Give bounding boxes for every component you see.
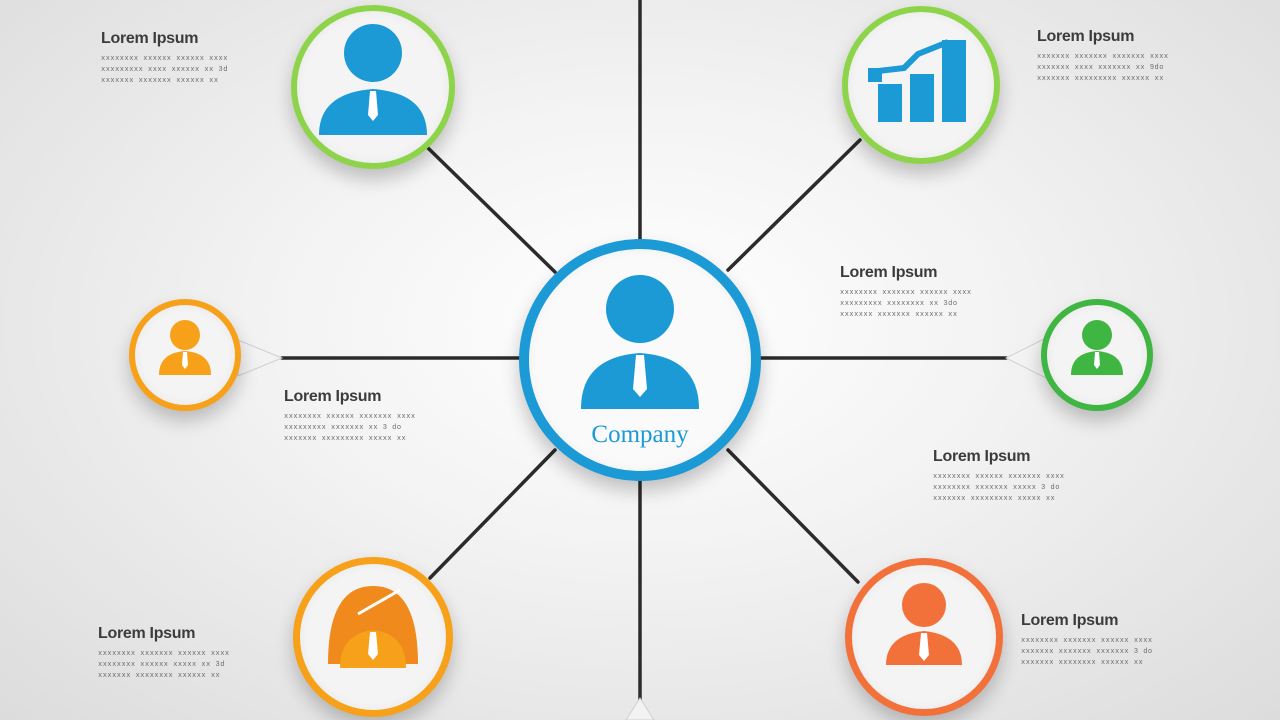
text-block-mid-left: Lorem Ipsum xxxxxxxx xxxxxx xxxxxxx xxxx… — [284, 388, 416, 445]
text-line: xxxxxxx xxxxxxx xxxxxx xx — [101, 77, 219, 85]
text-line: xxxxxxxx xxxxxx xxxxxxx xxxx — [284, 413, 416, 421]
text-block-title: Lorem Ipsum — [284, 388, 382, 405]
person-icon — [581, 275, 699, 409]
text-line: xxxxxxxxx xxxxxxxx xx 3do — [840, 300, 958, 308]
text-block-title: Lorem Ipsum — [1021, 612, 1119, 629]
text-line: xxxxxxx xxxxxxx xxxxxx xx — [840, 311, 958, 319]
text-line: xxxxxxxx xxxxxxx xxxxx 3 do — [933, 484, 1060, 492]
node-mid-right[interactable] — [1041, 299, 1153, 411]
connector-bottom-right — [726, 448, 860, 584]
text-line: xxxxxxx xxxxxxxx xxxxxx xx — [98, 672, 221, 680]
node-top-left[interactable] — [291, 5, 455, 169]
text-line: xxxxxxxx xxxxxxx xxxxxx xxxx — [840, 289, 972, 297]
node-mid-left[interactable] — [129, 299, 241, 411]
connector-top-right — [726, 138, 862, 272]
text-line: xxxxxxx xxxxxxx xxxxxxx 3 do — [1021, 648, 1153, 656]
pointer-right — [1004, 337, 1047, 379]
text-line: xxxxxxxx xxxxxxx xxxxxx xxxx — [98, 650, 230, 658]
text-block-bottom-right: Lorem Ipsum xxxxxxxx xxxxxxx xxxxxx xxxx… — [1021, 612, 1153, 669]
text-line: xxxxxxxx xxxxxx xxxxxx xxxx — [101, 55, 228, 63]
text-line: xxxxxxxx xxxxxx xxxxxxx xxxx — [933, 473, 1065, 481]
text-line: xxxxxxx xxxx xxxxxxx xx 9do — [1037, 64, 1164, 72]
text-block-top-right: Lorem Ipsum xxxxxxx xxxxxxx xxxxxxx xxxx… — [1037, 28, 1169, 85]
text-block-title: Lorem Ipsum — [840, 264, 938, 281]
person-icon — [1071, 320, 1123, 375]
pointer-left — [237, 339, 284, 377]
pointer-bottom — [625, 697, 655, 720]
text-block-top-left: Lorem Ipsum xxxxxxxx xxxxxx xxxxxx xxxx … — [101, 30, 228, 87]
person-icon — [159, 320, 211, 375]
node-bottom-right[interactable] — [845, 558, 1003, 716]
text-line: xxxxxxxxx xxxxxxx xx 3 do — [284, 424, 402, 432]
text-line: xxxxxxxx xxxxxxx xxxxxx xxxx — [1021, 637, 1153, 645]
person-icon — [319, 24, 427, 135]
node-top-right[interactable] — [842, 6, 1000, 164]
text-block-title: Lorem Ipsum — [101, 30, 199, 47]
node-bottom-left[interactable] — [293, 557, 453, 717]
text-block-title: Lorem Ipsum — [1037, 28, 1135, 45]
text-line: xxxxxxx xxxxxxxxx xxxxxx xx — [1037, 75, 1164, 83]
text-line: xxxxxxx xxxxxxxxx xxxxx xx — [933, 495, 1056, 503]
center-node[interactable]: Company — [519, 239, 761, 481]
connector-top-left — [426, 146, 557, 274]
text-block-title: Lorem Ipsum — [933, 448, 1031, 465]
text-line: xxxxxxx xxxxxxxx xxxxxx xx — [1021, 659, 1144, 667]
text-block-mid-right: Lorem Ipsum xxxxxxxx xxxxxxx xxxxxx xxxx… — [840, 264, 972, 321]
text-block-lower-right: Lorem Ipsum xxxxxxxx xxxxxx xxxxxxx xxxx… — [933, 448, 1065, 505]
person-icon — [328, 586, 418, 668]
connector-bottom-left — [428, 448, 557, 580]
text-line: xxxxxxx xxxxxxxxx xxxxx xx — [284, 435, 407, 443]
center-label: Company — [591, 421, 689, 448]
person-icon — [886, 583, 962, 665]
text-block-title: Lorem Ipsum — [98, 625, 196, 642]
text-line: xxxxxxxx xxxxxx xxxxx xx 3d — [98, 661, 225, 669]
text-line: xxxxxxxxx xxxx xxxxxx xx 3d — [101, 66, 228, 74]
bar-chart-icon — [868, 39, 966, 122]
text-block-bottom-left: Lorem Ipsum xxxxxxxx xxxxxxx xxxxxx xxxx… — [98, 625, 230, 682]
text-line: xxxxxxx xxxxxxx xxxxxxx xxxx — [1037, 53, 1169, 61]
